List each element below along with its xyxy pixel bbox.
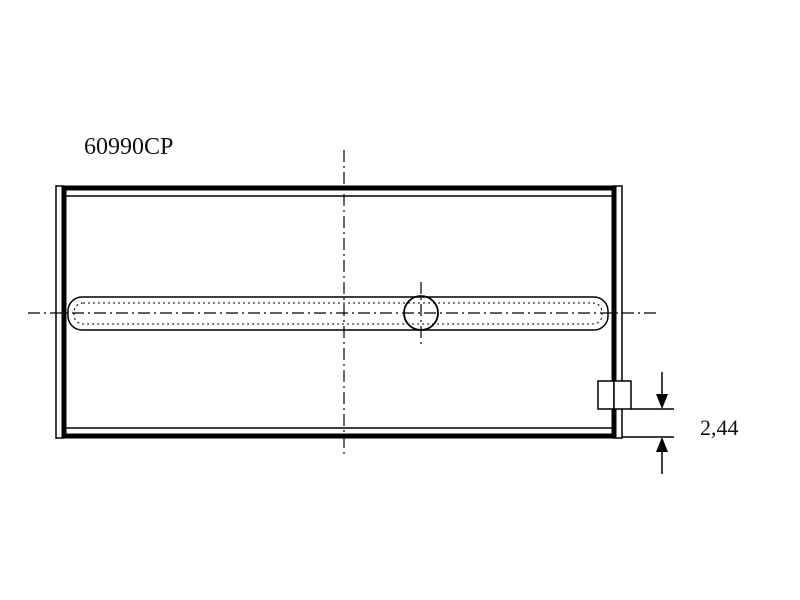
left-chamfer-face bbox=[55, 185, 65, 439]
bearing-shell-outline bbox=[55, 185, 623, 439]
dimension-value-label: 2,44 bbox=[700, 415, 739, 440]
locating-lug bbox=[597, 380, 632, 410]
dimension-arrow-up bbox=[656, 437, 668, 452]
lug-height-dimension: 2,44 bbox=[622, 372, 739, 474]
part-number-label: 60990CP bbox=[84, 134, 173, 160]
right-chamfer-face bbox=[613, 185, 623, 439]
dimension-arrow-down bbox=[656, 394, 668, 409]
center-lines bbox=[28, 150, 660, 458]
lug-protrusion bbox=[613, 380, 632, 410]
lug-body bbox=[597, 380, 615, 410]
